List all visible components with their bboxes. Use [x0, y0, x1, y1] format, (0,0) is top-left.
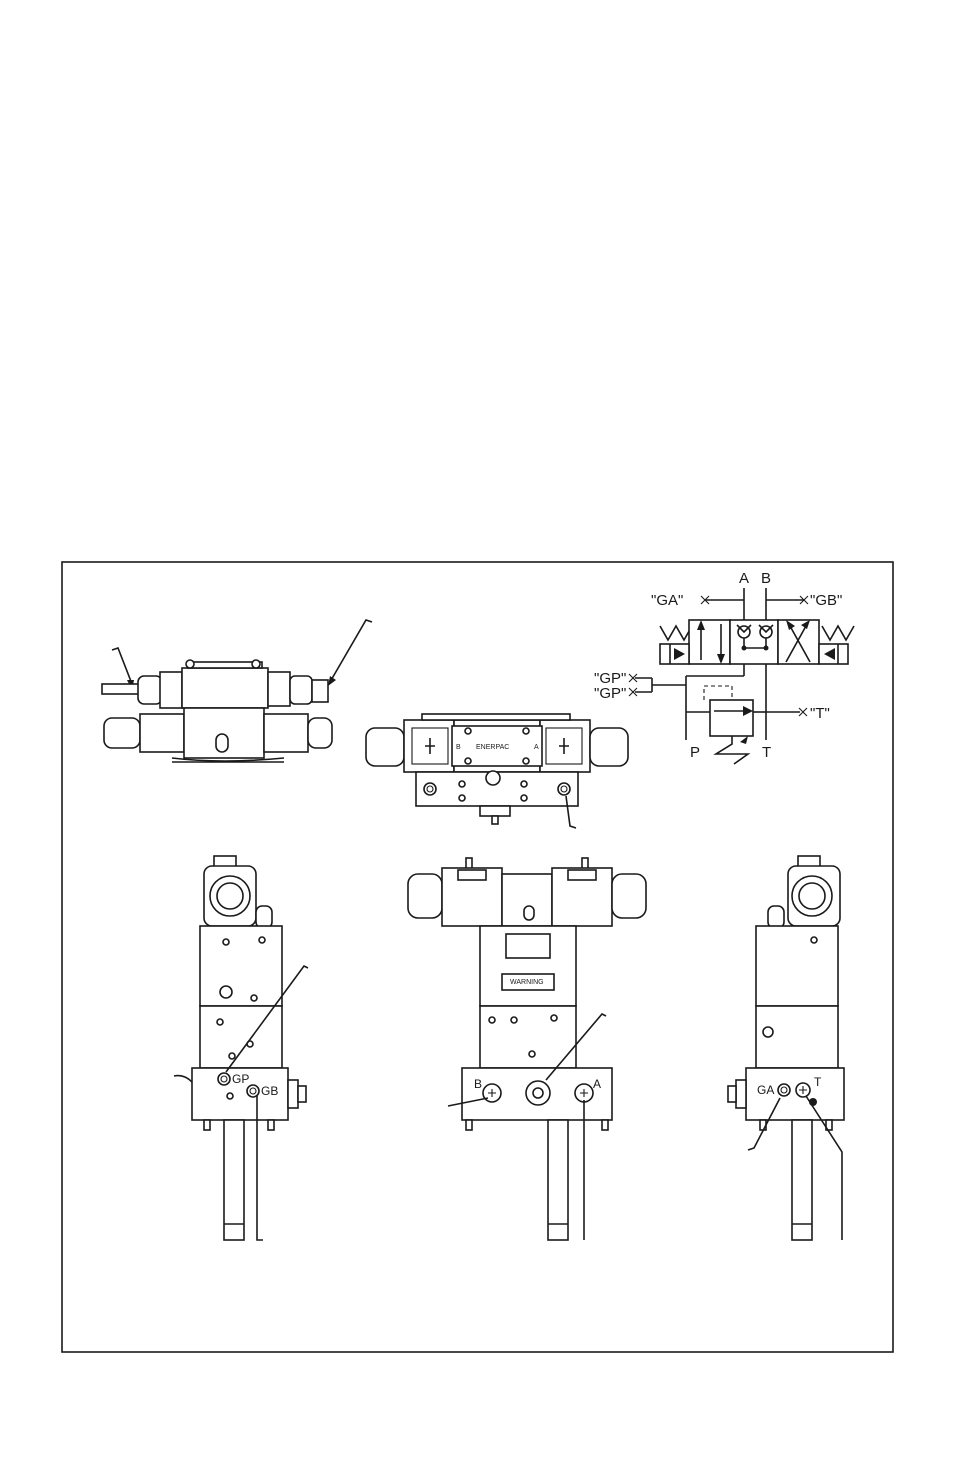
- top-view-brand-label: ENERPAC: [476, 744, 509, 751]
- schematic-port-a-label: A: [739, 570, 749, 587]
- schematic-gauge-p2-label: "GP": [594, 685, 626, 702]
- front-view-warning-label: WARNING: [510, 979, 544, 986]
- top-view-port-a-mark: A: [534, 744, 539, 751]
- right-side-view: GA T: [727, 855, 845, 1241]
- front-view-port-a-label: A: [593, 1077, 601, 1091]
- drawing-frame: [61, 561, 894, 1353]
- left-side-view: GP GB: [173, 855, 309, 1241]
- schematic-port-t-label: T: [762, 744, 771, 761]
- schematic-port-b-label: B: [761, 570, 771, 587]
- front-view-port-b-label: B: [474, 1077, 482, 1091]
- side-view-top: [101, 619, 373, 763]
- top-view-center: B ENERPAC A: [365, 713, 629, 829]
- schematic-tank-gauge-label: "T": [810, 705, 830, 722]
- schematic-gauge-b-label: "GB": [810, 592, 842, 609]
- right-view-t-label: T: [814, 1075, 822, 1089]
- schematic-gauge-p1-label: "GP": [594, 670, 626, 687]
- left-view-gb-label: GB: [261, 1084, 278, 1098]
- schematic-gauge-a-label: "GA": [651, 592, 683, 609]
- right-view-ga-label: GA: [757, 1083, 774, 1097]
- front-view-center: WARNING B A: [407, 857, 647, 1241]
- top-view-port-b-mark: B: [456, 744, 461, 751]
- left-view-gp-label: GP: [232, 1072, 249, 1086]
- hydraulic-schematic: A B "GA" "GB": [594, 570, 855, 765]
- schematic-port-p-label: P: [690, 744, 700, 761]
